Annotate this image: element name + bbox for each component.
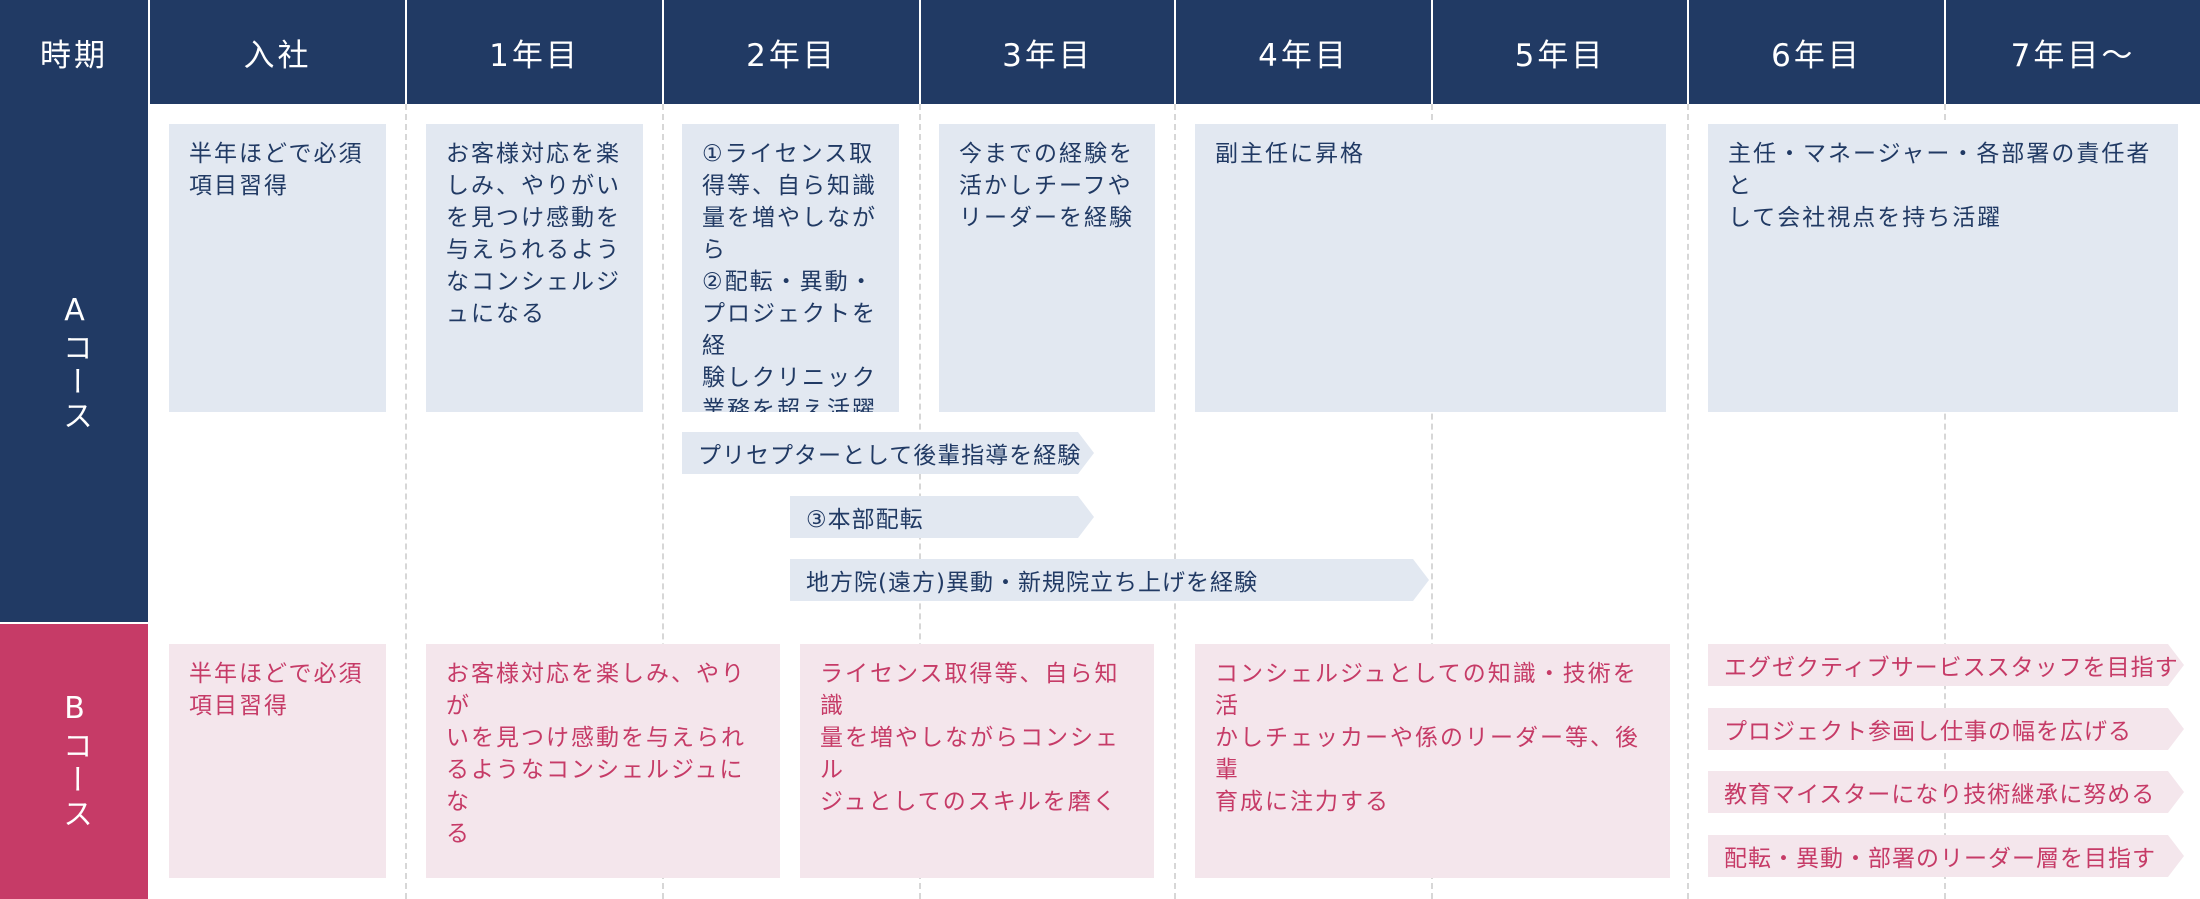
course-b-label: Bコース bbox=[0, 624, 148, 899]
header-col-year7plus: 7年目〜 bbox=[2010, 37, 2136, 74]
course-a-step-year6-7: 主任・マネージャー・各部署の責任者と して会社視点を持ち活躍 bbox=[1708, 124, 2178, 412]
header-separator bbox=[919, 0, 921, 104]
column-divider bbox=[1174, 104, 1176, 899]
course-a-step-year4-5: 副主任に昇格 bbox=[1195, 124, 1666, 412]
header-separator bbox=[662, 0, 664, 104]
course-a-arrow-preceptor: プリセプターとして後輩指導を経験 bbox=[682, 432, 1094, 474]
header-col-year4: 4年目 bbox=[1258, 37, 1349, 74]
header-col-nyusha: 入社 bbox=[243, 37, 312, 74]
header-col-year2: 2年目 bbox=[746, 37, 837, 74]
header-separator bbox=[1431, 0, 1433, 104]
course-b-arrow-executive: エグゼクティブサービススタッフを目指す bbox=[1708, 644, 2184, 686]
course-b-arrow-leader: 配転・異動・部署のリーダー層を目指す bbox=[1708, 835, 2184, 877]
header-separator bbox=[1944, 0, 1946, 104]
course-a-step-year3: 今までの経験を 活かしチーフや リーダーを経験 bbox=[939, 124, 1155, 412]
course-b-arrow-meister: 教育マイスターになり技術継承に努める bbox=[1708, 771, 2184, 813]
course-a-arrow-honbu: ③本部配転 bbox=[790, 496, 1094, 538]
header-col-year3: 3年目 bbox=[1002, 37, 1093, 74]
course-b-step-nyusha: 半年ほどで必須 項目習得 bbox=[169, 644, 386, 878]
course-a-label: Aコース bbox=[0, 104, 148, 622]
column-divider bbox=[1687, 104, 1689, 899]
column-divider bbox=[405, 104, 407, 899]
column-divider bbox=[1431, 104, 1433, 899]
column-divider bbox=[662, 104, 664, 899]
period-header-row: 時期 入社 1年目 2年目 3年目 4年目 5年目 6年目 7年目〜 bbox=[0, 0, 2200, 104]
header-separator bbox=[405, 0, 407, 104]
course-a-step-nyusha: 半年ほどで必須 項目習得 bbox=[169, 124, 386, 412]
header-col-year1: 1年目 bbox=[489, 37, 580, 74]
header-period-label: 時期 bbox=[40, 37, 108, 74]
header-col-year5: 5年目 bbox=[1514, 37, 1606, 74]
header-separator bbox=[1174, 0, 1176, 104]
course-a-step-year1: お客様対応を楽 しみ、やりがい を見つけ感動を 与えられるよう なコンシェルジ … bbox=[426, 124, 643, 412]
column-divider bbox=[1944, 104, 1946, 899]
header-col-year6: 6年目 bbox=[1771, 37, 1862, 74]
course-b-step-year1: お客様対応を楽しみ、やりが いを見つけ感動を与えられ るようなコンシェルジュにな… bbox=[426, 644, 780, 878]
course-b-arrow-project: プロジェクト参画し仕事の幅を広げる bbox=[1708, 708, 2184, 750]
header-separator bbox=[1687, 0, 1689, 104]
course-a-step-year2: ①ライセンス取 得等、自ら知識 量を増やしなが ら ②配転・異動・ プロジェクト… bbox=[682, 124, 899, 412]
course-b-step-year4-5: コンシェルジュとしての知識・技術を活 かしチェッカーや係のリーダー等、後輩 育成… bbox=[1195, 644, 1670, 878]
header-separator bbox=[148, 0, 150, 104]
course-a-arrow-chiho: 地方院(遠方)異動・新規院立ち上げを経験 bbox=[790, 559, 1429, 601]
course-b-step-year2-3: ライセンス取得等、自ら知識 量を増やしながらコンシェル ジュとしてのスキルを磨く bbox=[800, 644, 1154, 878]
